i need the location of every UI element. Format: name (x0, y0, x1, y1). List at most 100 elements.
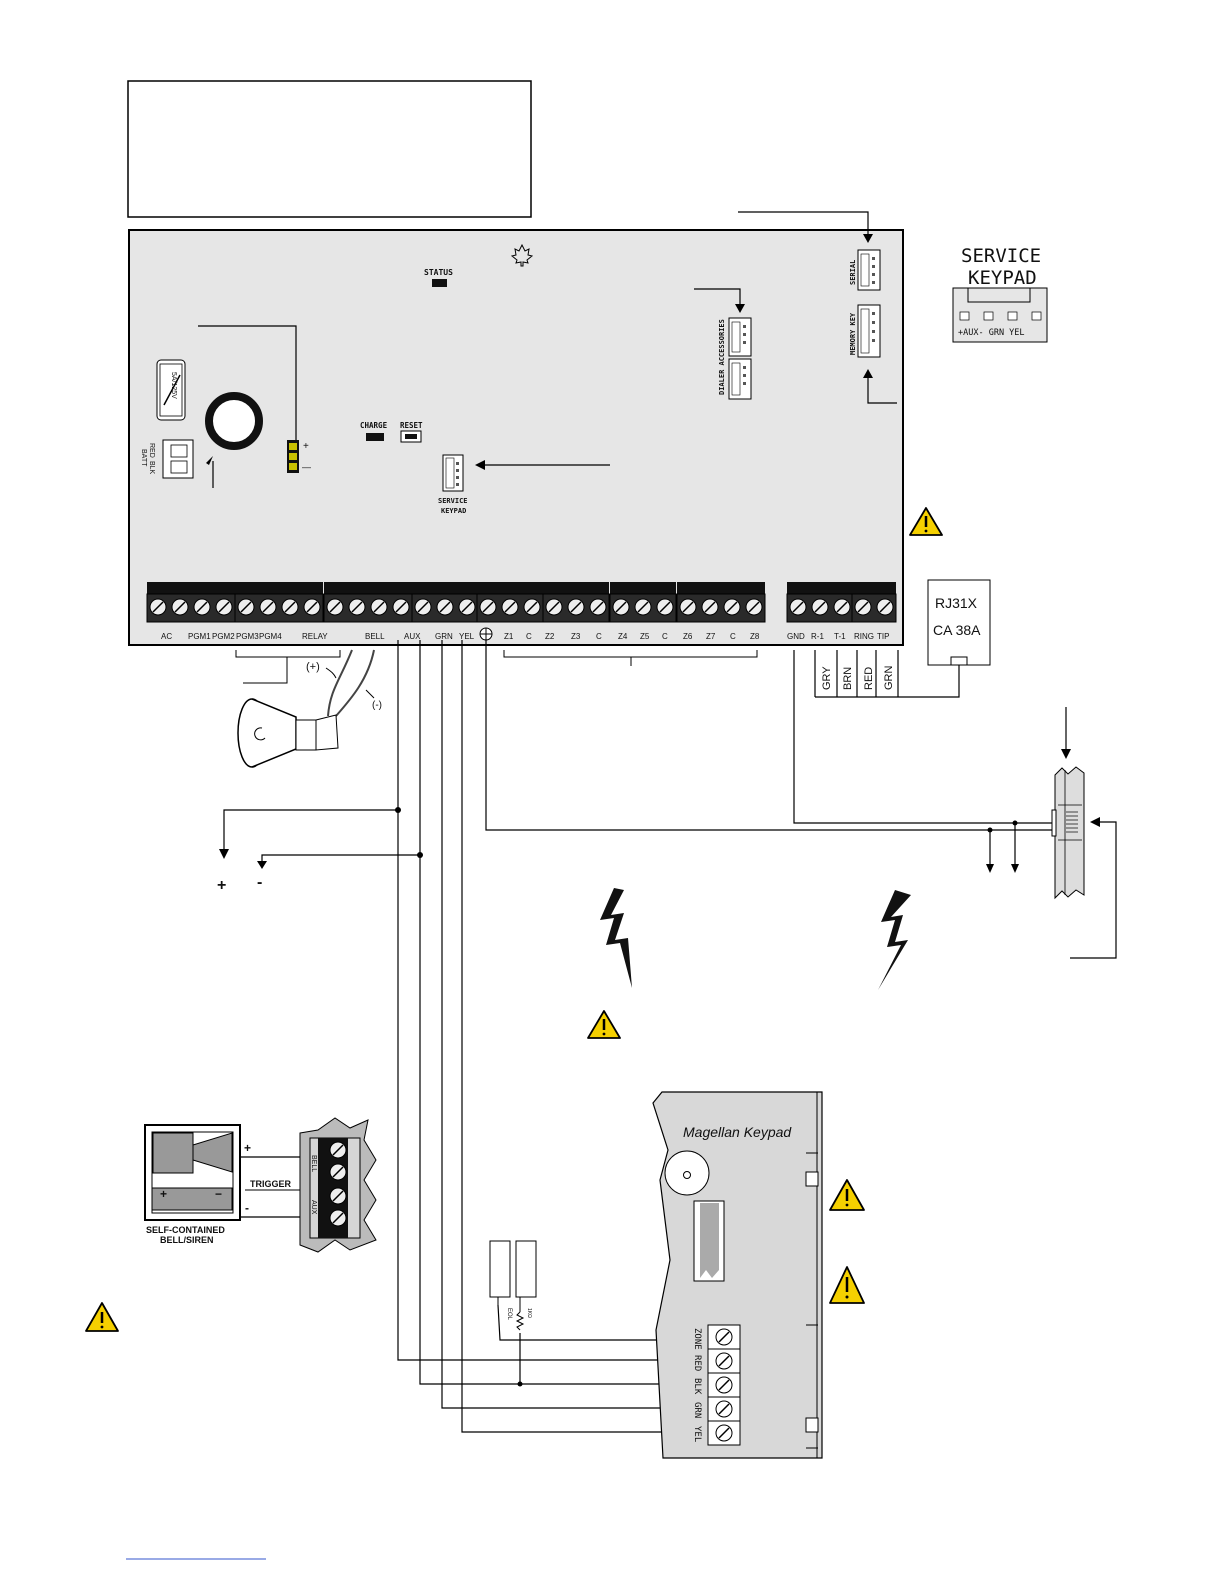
terminal-screw-slot (548, 601, 560, 613)
terminal-screw-slot (748, 601, 760, 613)
terminal-screw-slot (152, 601, 164, 613)
terminal-blocks (146, 582, 897, 623)
lightning-bolt-icon (600, 888, 632, 988)
terminal-screw-slot (615, 601, 627, 613)
bell-terminal-detail: BELL AUX (299, 1117, 377, 1253)
battery-connector: RED BLK BATT (140, 439, 194, 479)
terminal-screw-slot (284, 601, 296, 613)
svg-text:MEMORY KEY: MEMORY KEY (849, 312, 857, 355)
terminal-label-c1: C (526, 632, 532, 641)
terminal-screw-slot (504, 601, 516, 613)
svg-text:DIALER ACCESSORIES: DIALER ACCESSORIES (718, 319, 726, 395)
svg-text:+: + (160, 1187, 167, 1201)
terminal-label-gnd: GND (787, 632, 805, 641)
terminal-block-header (477, 582, 543, 594)
svg-text:—: — (302, 462, 311, 472)
keypad-terminal-blk: BLK (692, 1378, 702, 1395)
terminal-label-pgm2: PGM2 (212, 632, 235, 641)
svg-text:−: − (215, 1187, 222, 1201)
warning-icon-2 (587, 1010, 621, 1039)
service-keypad-detail: SERVICE KEYPAD +AUX- GRN YEL (952, 245, 1048, 343)
status-led (432, 279, 447, 287)
terminal-screw-slot (659, 601, 671, 613)
keypad-terminal-grn: GRN (692, 1402, 702, 1418)
terminal-screw-slot (218, 601, 230, 613)
terminal-screw-slot (262, 601, 274, 613)
bell-plus-label: + (244, 1141, 251, 1155)
keypad-terminal-zone: ZONE (692, 1328, 702, 1350)
terminal-screw-slot (836, 601, 848, 613)
charge-label: CHARGE (360, 421, 388, 430)
keypad-terminal-red: RED (692, 1355, 702, 1371)
warning-icon-5 (829, 1266, 865, 1304)
magellan-keypad: Magellan Keypad ZONE RED BLK GRN YEL (652, 1091, 823, 1459)
svg-text:SERVICE: SERVICE (961, 245, 1041, 267)
trigger-label: TRIGGER (250, 1179, 292, 1189)
terminal-label-c4: C (730, 632, 736, 641)
warning-icon-4 (829, 1179, 865, 1211)
terminal-label-ring: RING (854, 632, 874, 641)
terminal-label-grn: GRN (435, 632, 453, 641)
terminal-label-t1: T-1 (834, 632, 846, 641)
maple-leaf-icon (510, 243, 534, 267)
ground-connection (986, 707, 1117, 959)
terminal-block-header (235, 582, 323, 594)
memory-key-connector: MEMORY KEY (849, 304, 881, 358)
door-contact-sensor: EOL 1KΩ (489, 1240, 683, 1384)
svg-text:1KΩ: 1KΩ (526, 1308, 532, 1318)
terminal-label-z2: Z2 (545, 632, 555, 641)
siren-negative-label: (-) (372, 700, 382, 711)
terminal-screw-slot (174, 601, 186, 613)
aux-minus-label: - (257, 874, 262, 891)
terminal-label-pgm4: PGM4 (259, 632, 282, 641)
terminal-label-tip: TIP (877, 632, 889, 641)
terminal-label-z5: Z5 (640, 632, 650, 641)
terminal-screw-slot (526, 601, 538, 613)
wire-label-brn: BRN (842, 667, 854, 690)
terminal-screw-slot (373, 601, 385, 613)
terminal-label-r1: R-1 (811, 632, 824, 641)
wire-label-red: RED (863, 667, 875, 690)
warning-icon (909, 507, 943, 536)
terminal-screw-slot (682, 601, 694, 613)
wire-label-grn: GRN (883, 666, 895, 691)
svg-text:SELF-CONTAINED: SELF-CONTAINED (146, 1225, 225, 1235)
lightning-bolt-icon-2 (878, 890, 911, 990)
siren-positive-label: (+) (306, 661, 320, 673)
svg-text:+: + (303, 441, 309, 452)
svg-text:CA 38A: CA 38A (933, 622, 981, 638)
keypad-terminal-yel: YEL (692, 1426, 702, 1442)
bell-minus-label: - (245, 1201, 249, 1215)
dialer-accessories-connectors: DIALER ACCESSORIES (718, 317, 752, 400)
svg-text:RED: RED (148, 443, 155, 458)
wire-label-gry: GRY (821, 666, 833, 690)
aux-plus-label: + (217, 877, 226, 894)
terminal-screw-slot (482, 601, 494, 613)
terminal-label-ac: AC (161, 632, 172, 641)
service-keypad-connector: SERVICE KEYPAD (438, 454, 468, 515)
terminal-screw-slot (570, 601, 582, 613)
svg-text:KEYPAD: KEYPAD (968, 267, 1037, 289)
terminal-screw-slot (417, 601, 429, 613)
terminal-label-yel: YEL (459, 632, 475, 641)
siren-horn-icon (237, 649, 375, 768)
buzzer-icon (205, 392, 263, 450)
svg-text:5A/125V: 5A/125V (170, 372, 177, 399)
terminal-label-z7: Z7 (706, 632, 716, 641)
svg-text:AUX: AUX (310, 1200, 317, 1215)
self-contained-bell-siren: + − SELF-CONTAINED BELL/SIREN (144, 1124, 241, 1245)
svg-text:KEYPAD: KEYPAD (441, 507, 466, 515)
terminal-screw-slot (240, 601, 252, 613)
rj31x-jack: RJ31X CA 38A (927, 579, 991, 666)
phone-wires (793, 650, 1052, 824)
svg-text:BELL: BELL (310, 1155, 317, 1172)
terminal-screw-slot (196, 601, 208, 613)
terminal-screw-slot (329, 601, 341, 613)
terminal-screw-slot (792, 601, 804, 613)
status-label: STATUS (424, 268, 453, 277)
svg-text:BLK: BLK (148, 461, 155, 475)
terminal-block-header (677, 582, 765, 594)
terminal-screw-slot (814, 601, 826, 613)
terminal-block-header (543, 582, 609, 594)
terminal-label-z8: Z8 (750, 632, 760, 641)
